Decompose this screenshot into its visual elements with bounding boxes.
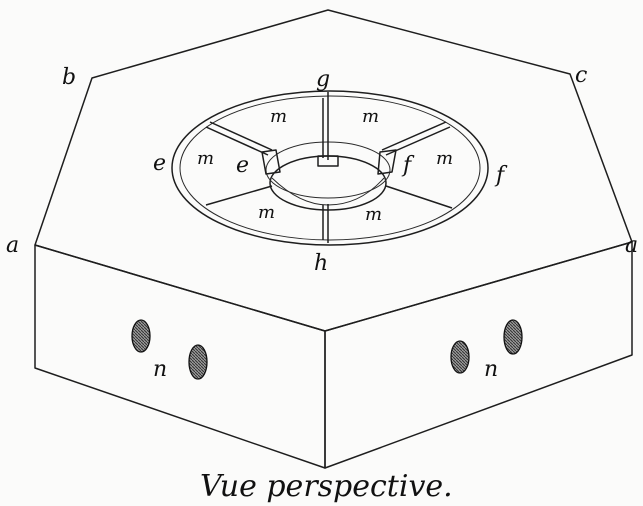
- label-e-inner: e: [236, 153, 249, 178]
- hole-left-2: [188, 344, 208, 380]
- inner-bore: [269, 155, 387, 211]
- label-b: b: [62, 65, 76, 90]
- label-f-inner: f: [401, 153, 415, 178]
- label-m-left: m: [197, 148, 214, 169]
- label-c: c: [575, 63, 587, 88]
- label-m-top-left: m: [270, 106, 287, 127]
- label-h: h: [314, 251, 328, 276]
- label-a-left: a: [6, 233, 19, 258]
- label-m-top-right: m: [362, 106, 379, 127]
- label-n-right: n: [484, 357, 498, 382]
- hole-right-2: [503, 319, 523, 355]
- front-left-face: [34, 244, 326, 469]
- hole-left-1: [131, 319, 151, 353]
- caption: Vue perspective.: [200, 469, 453, 504]
- outer-ring: [171, 90, 489, 246]
- label-e-outer: e: [153, 151, 166, 176]
- top-face: [34, 9, 633, 332]
- label-f-outer: f: [494, 163, 508, 188]
- ribs: [205, 92, 453, 243]
- label-g: g: [316, 67, 330, 92]
- label-m-bottom-right: m: [365, 204, 382, 225]
- outer-ring-inner-edge: [179, 95, 481, 241]
- hole-right-1: [450, 340, 470, 374]
- label-m-bottom-left: m: [258, 202, 275, 223]
- label-m-right: m: [436, 148, 453, 169]
- front-right-face: [324, 241, 633, 469]
- label-a-right: a: [625, 233, 638, 258]
- label-n-left: n: [153, 357, 167, 382]
